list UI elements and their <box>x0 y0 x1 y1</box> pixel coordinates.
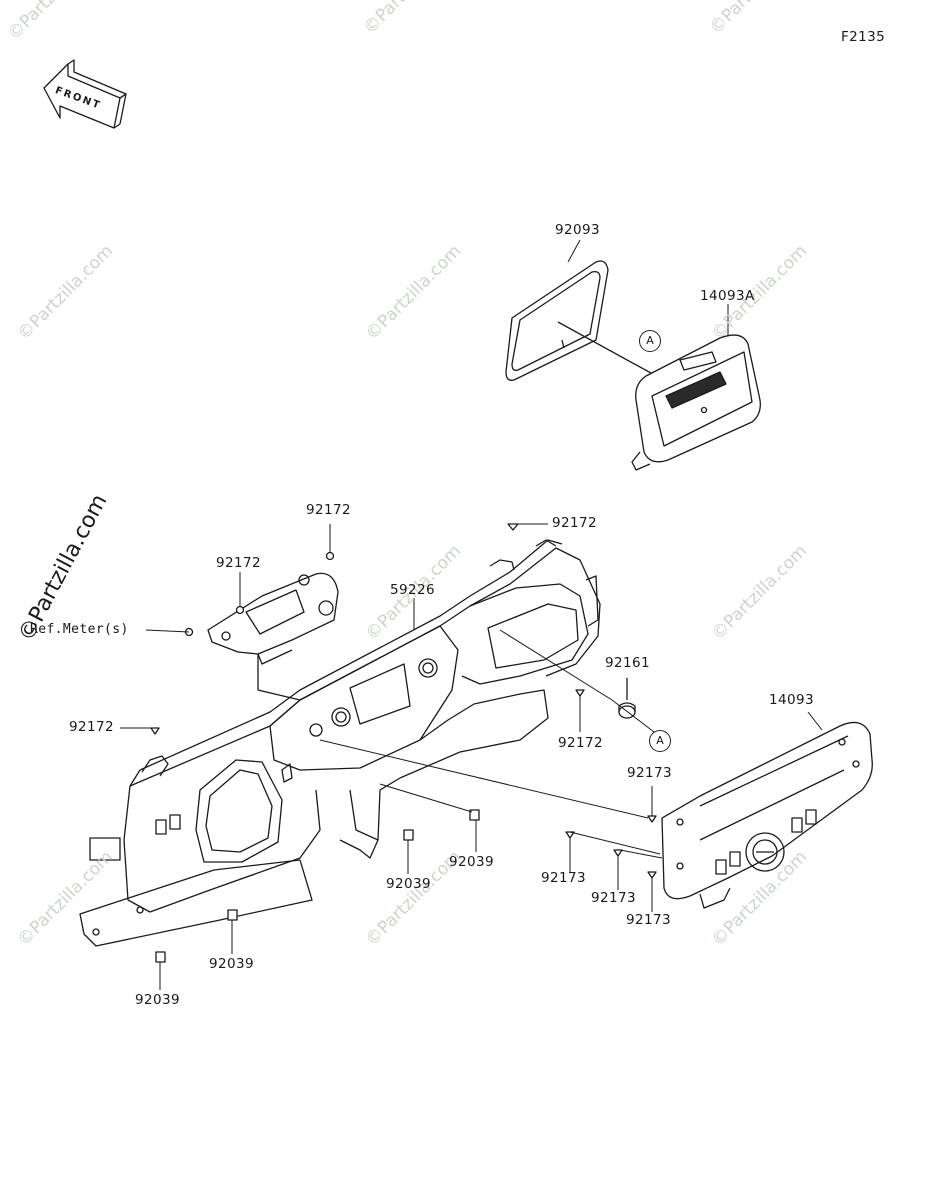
part-label-92039: 92039 <box>449 854 494 870</box>
part-label-92172: 92172 <box>558 735 603 751</box>
front-arrow-icon <box>43 59 127 129</box>
part-label-92173: 92173 <box>627 765 672 781</box>
part-label-14093: 14093 <box>769 692 814 708</box>
part-label-92039: 92039 <box>386 876 431 892</box>
part-label-92161: 92161 <box>605 655 650 671</box>
gasket-92093 <box>505 260 609 381</box>
part-label-92173: 92173 <box>541 870 586 886</box>
cover-14093A <box>631 334 761 471</box>
fasteners <box>150 523 657 963</box>
part-label-92172: 92172 <box>306 502 351 518</box>
part-label-14093A: 14093A <box>700 288 755 304</box>
ref-meter-label: Ref.Meter(s) <box>30 622 129 637</box>
part-label-92173: 92173 <box>626 912 671 928</box>
callout-a-lower: A <box>649 730 671 752</box>
part-label-92172: 92172 <box>69 719 114 735</box>
part-label-92039: 92039 <box>209 956 254 972</box>
figure-code: F2135 <box>841 29 886 45</box>
part-label-59226: 59226 <box>390 582 435 598</box>
meter-bracket <box>207 572 339 665</box>
callout-a-upper: A <box>639 330 661 352</box>
dashboard-59226 <box>79 539 601 947</box>
part-label-92093: 92093 <box>555 222 600 238</box>
panel-14093 <box>661 721 873 909</box>
part-label-92039: 92039 <box>135 992 180 1008</box>
part-label-92173: 92173 <box>591 890 636 906</box>
part-label-92172: 92172 <box>216 555 261 571</box>
part-label-92172: 92172 <box>552 515 597 531</box>
